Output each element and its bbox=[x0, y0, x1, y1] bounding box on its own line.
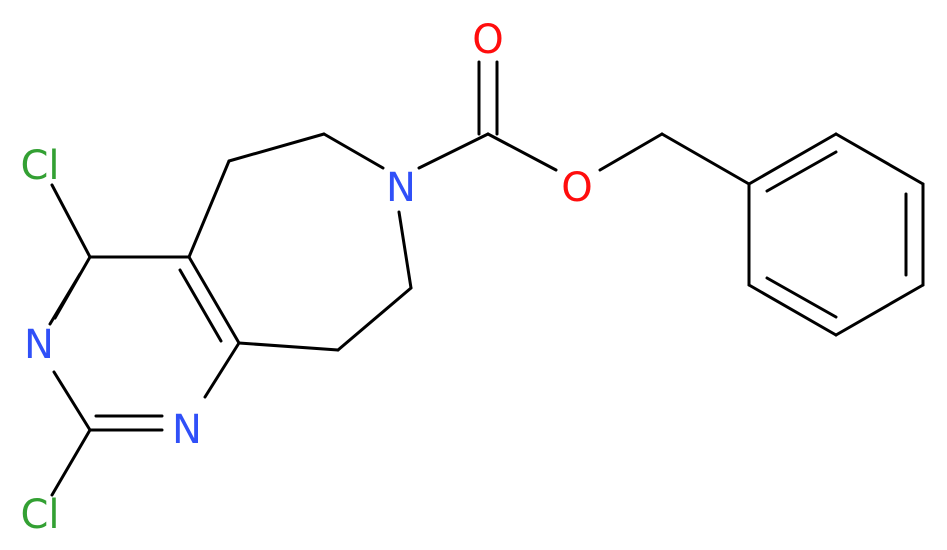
bond-c8-c9 bbox=[336, 286, 413, 352]
atom-cl-top: Cl bbox=[20, 143, 59, 189]
bond-c9a-c4a bbox=[187, 255, 241, 345]
bond-c5-c6 bbox=[227, 132, 326, 163]
atom-o-ester: O bbox=[561, 165, 592, 211]
bond-c4-n3-double bbox=[48, 272, 82, 326]
bond-c4a-c5 bbox=[187, 159, 231, 259]
atom-labels: Cl N N Cl N O O bbox=[20, 17, 592, 538]
bond-ph4-ph5 bbox=[834, 283, 925, 337]
bond-c6-n7 bbox=[322, 132, 385, 170]
bond-ph1-ph2-inner bbox=[765, 150, 838, 193]
bond-carbonyl-c-o-ester bbox=[486, 132, 558, 172]
atom-n-pyrimidine-right: N bbox=[172, 407, 202, 453]
atom-o-carbonyl: O bbox=[472, 17, 503, 63]
atom-n-azepine: N bbox=[386, 165, 416, 211]
atom-n-pyrimidine-left: N bbox=[24, 322, 54, 368]
bond-o-ester-ch2 bbox=[598, 132, 664, 172]
bond-ph2-ph3 bbox=[834, 132, 925, 186]
bond-c2-cl-bottom bbox=[50, 428, 92, 497]
bonds bbox=[48, 60, 925, 497]
bond-n1-c9a bbox=[203, 341, 241, 399]
bond-n7-carbonyl-c bbox=[417, 132, 490, 170]
bond-ch2-phenyl bbox=[660, 132, 751, 186]
atom-cl-bottom: Cl bbox=[20, 492, 59, 538]
bond-ph5-ph6-inner bbox=[765, 276, 838, 319]
bond-c9a-c4a-double bbox=[178, 268, 223, 343]
bond-c9-c9a bbox=[237, 341, 340, 352]
bond-ph5-ph6 bbox=[747, 283, 838, 337]
bond-n3-c2 bbox=[52, 370, 92, 432]
bond-n7-c8 bbox=[397, 210, 413, 290]
bond-ph1-ph2 bbox=[747, 132, 838, 186]
bond-c4-cl-top bbox=[50, 183, 92, 259]
